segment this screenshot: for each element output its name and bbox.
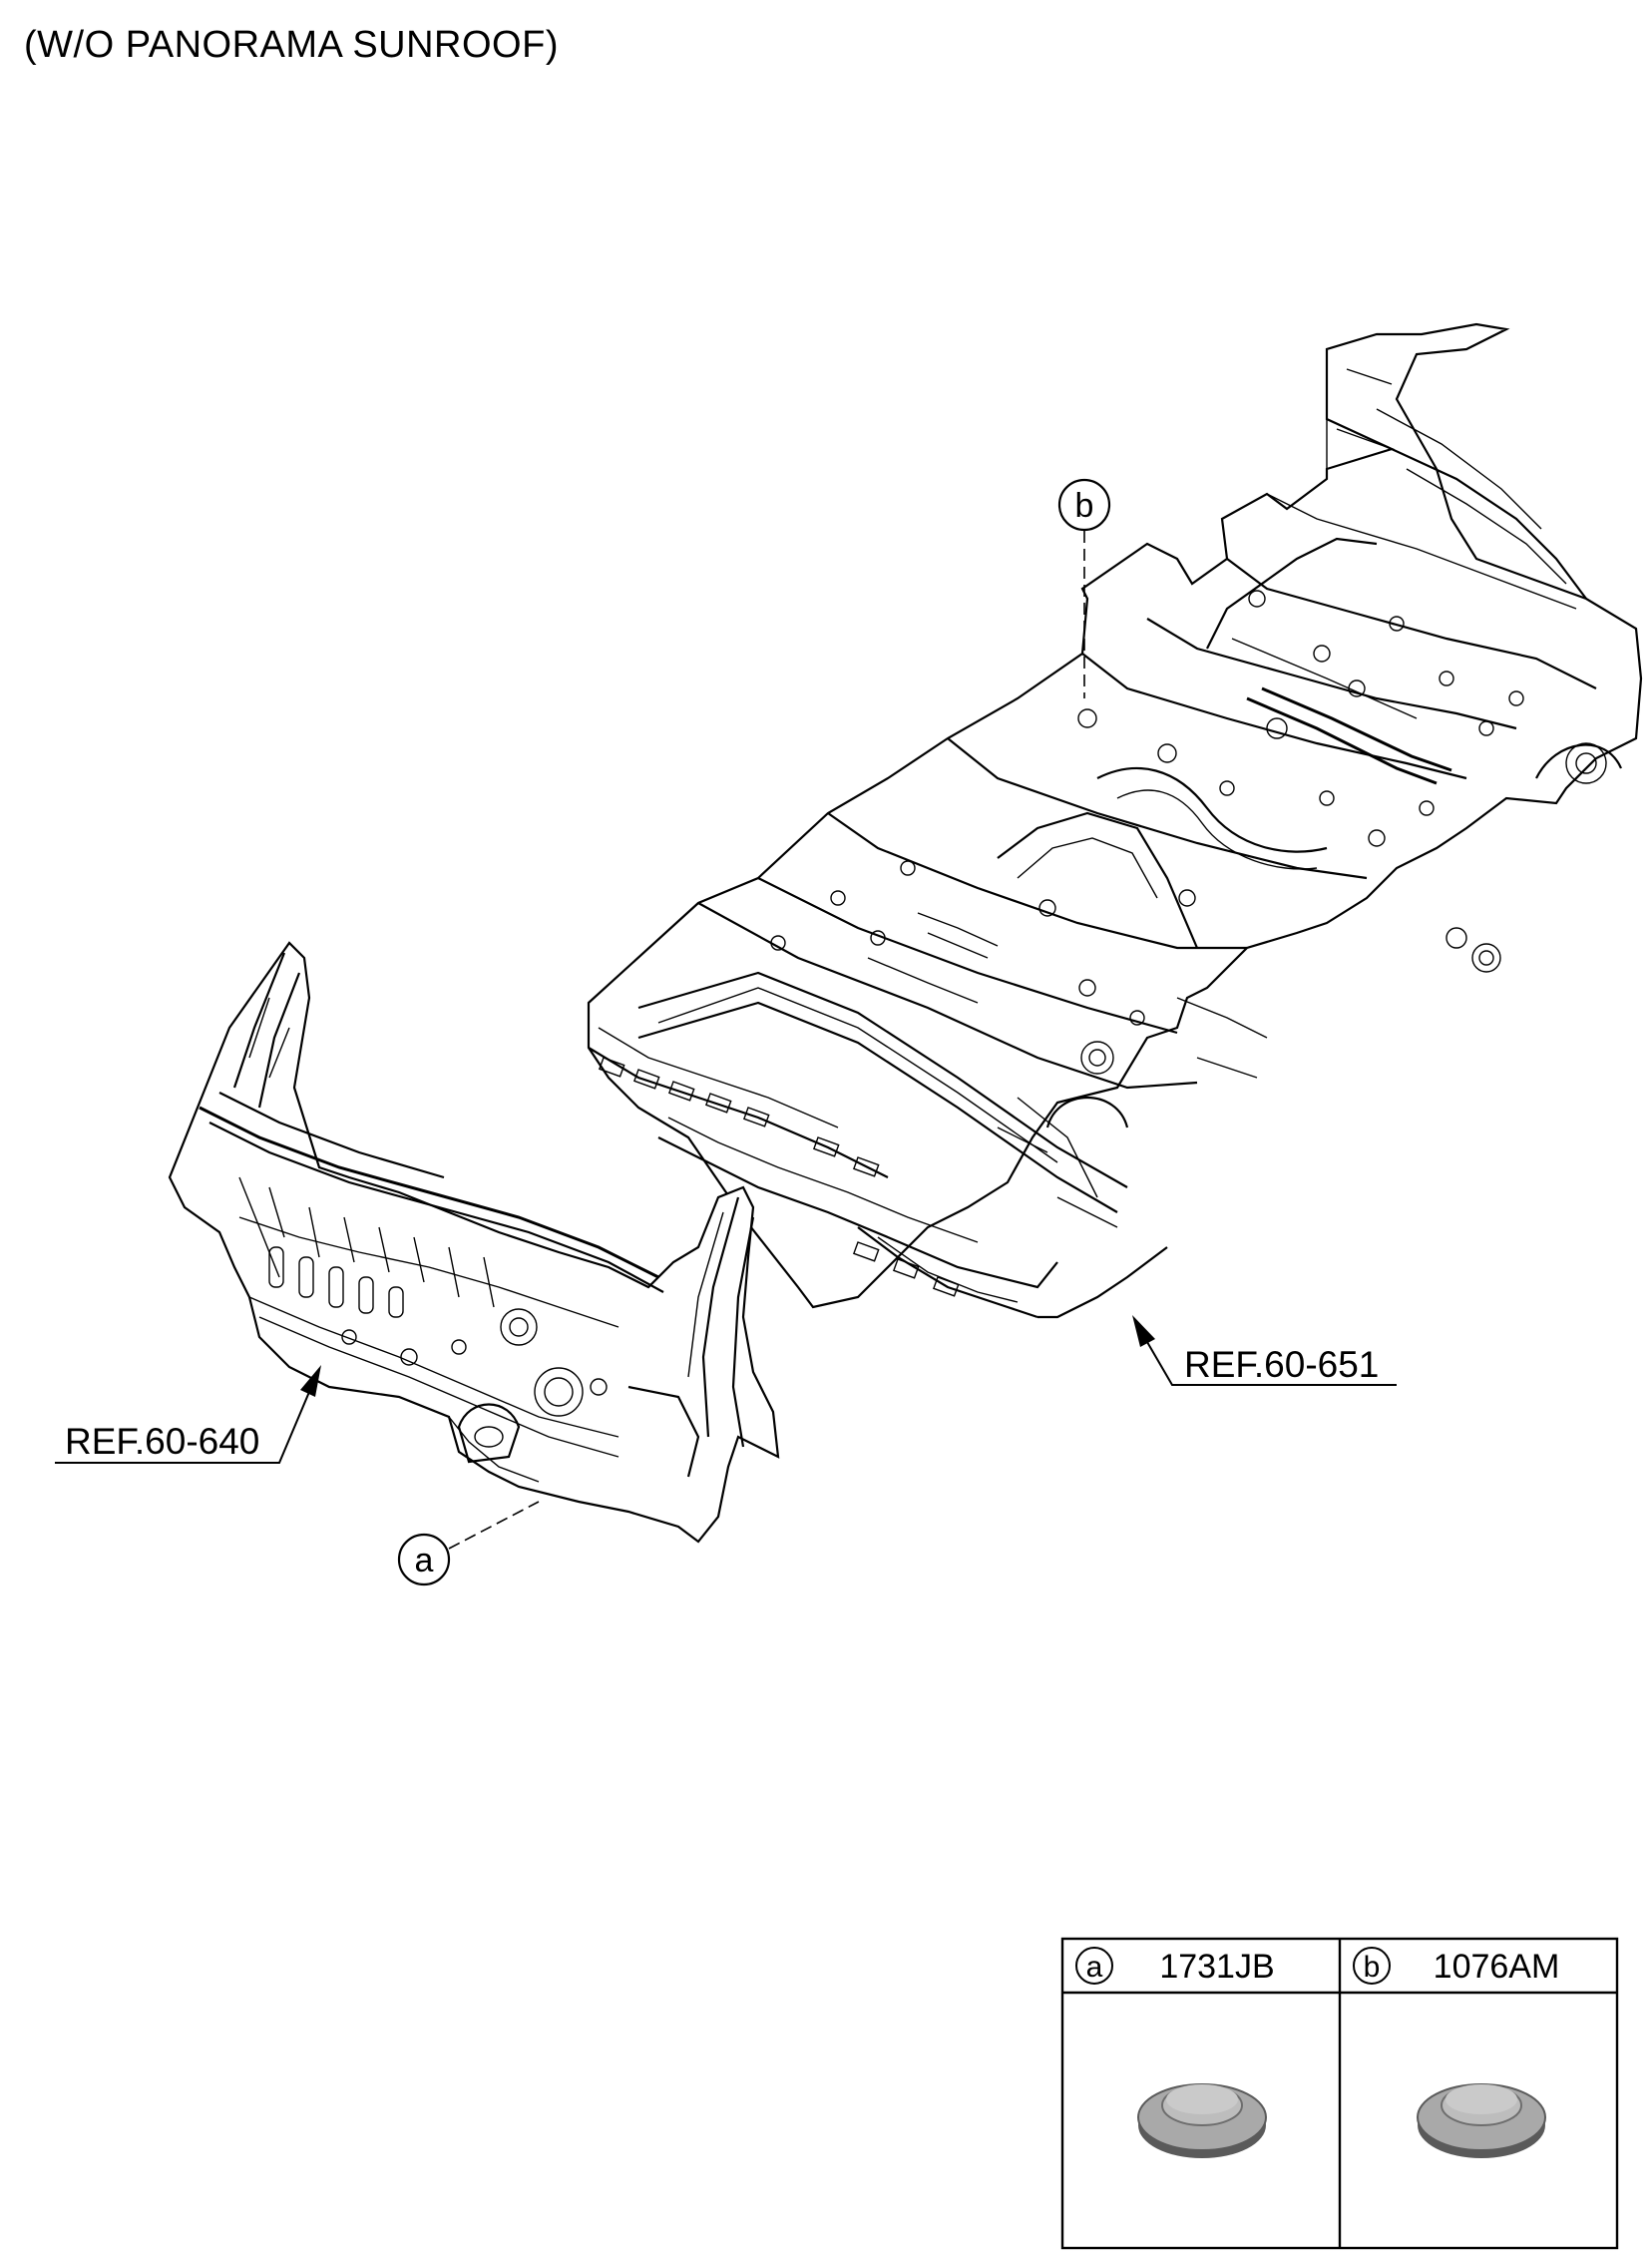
front-dash-panel (168, 941, 780, 1544)
callout-a: a (397, 1501, 540, 1586)
plug-icon-b (1417, 2083, 1546, 2158)
reference-rear-floor-label: REF.60-651 (1184, 1344, 1379, 1385)
callout-b-label: b (1075, 487, 1094, 525)
reference-front-dash: REF.60-640 (55, 1365, 321, 1464)
parts-table-marker-b: b (1364, 1951, 1381, 1984)
callout-a-label: a (415, 1542, 434, 1579)
parts-table-cell-b: b 1076AM (1353, 1947, 1560, 2158)
reference-rear-floor: REF.60-651 (1132, 1315, 1397, 1386)
reference-front-dash-label: REF.60-640 (65, 1421, 259, 1462)
parts-table-cell-a: a 1731JB (1075, 1947, 1275, 2158)
plug-icon-a (1137, 2083, 1267, 2158)
parts-table-marker-a: a (1086, 1951, 1103, 1984)
callout-b: b (1057, 478, 1111, 698)
diagram-title: (W/O PANORAMA SUNROOF) (24, 24, 559, 66)
parts-table-part-number-b: 1076AM (1434, 1948, 1560, 1986)
rear-floor-panel (587, 322, 1643, 1319)
parts-table: a 1731JB b 1076AM (1060, 1937, 1619, 2250)
parts-table-part-number-a: 1731JB (1159, 1948, 1274, 1986)
